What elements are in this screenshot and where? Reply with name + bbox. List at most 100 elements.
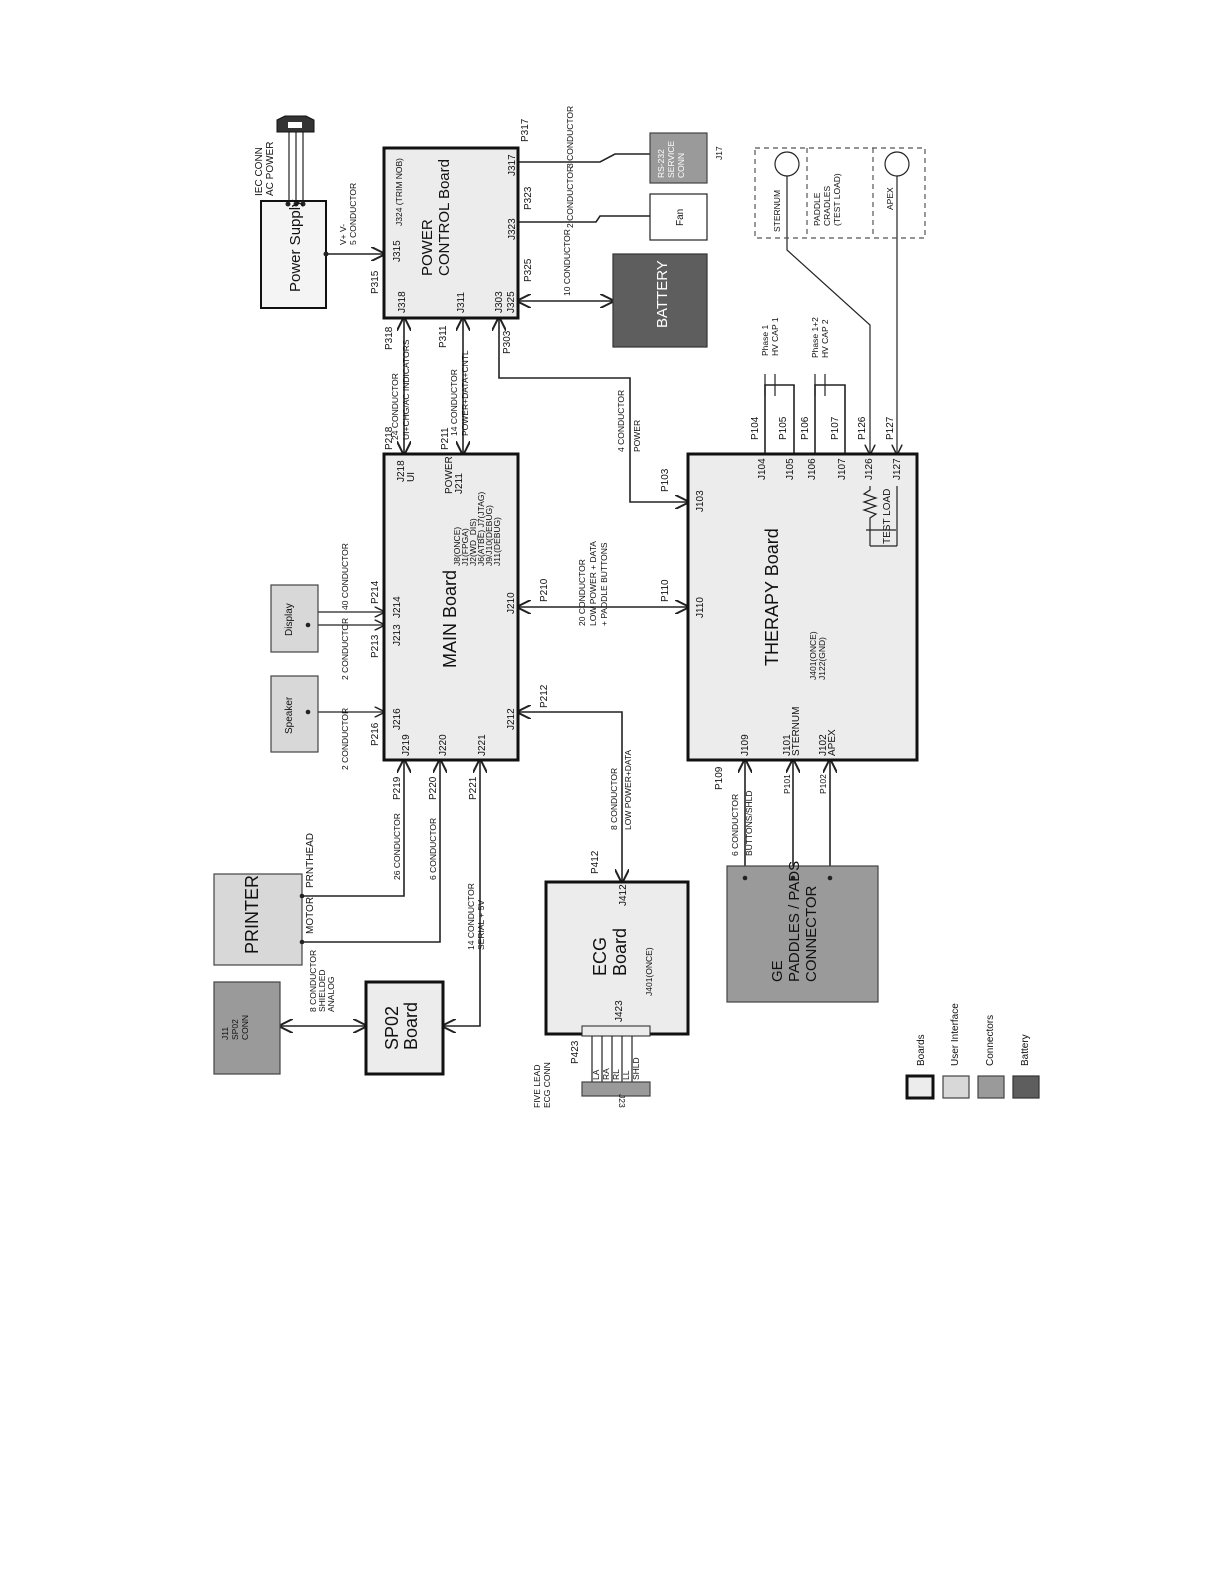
- legend-boards-label: Boards: [916, 1034, 927, 1066]
- cable-fan-label: 2 CONDUCTOR: [565, 166, 575, 228]
- cable-speaker-label: 2 CONDUCTOR: [340, 708, 350, 770]
- pin-j219: J219: [401, 734, 412, 756]
- pin-j315: J315: [392, 240, 403, 262]
- pin-p325: P325: [523, 258, 534, 282]
- pin-p219: P219: [392, 776, 403, 800]
- pin-p315: P315: [370, 270, 381, 294]
- ecg-conn-j23: [581, 1081, 651, 1097]
- pin-j211: POWERJ211: [444, 456, 465, 494]
- ecg-j423-strip: [581, 1025, 651, 1037]
- sp02-connector-label: J11SP02CONN: [220, 1015, 250, 1040]
- pin-p303: P303: [502, 330, 513, 354]
- pin-j104: J104: [757, 458, 768, 480]
- battery-block: [612, 253, 708, 348]
- motor-line-label: MOTOR: [305, 897, 316, 934]
- pin-j323: J323: [507, 218, 518, 240]
- iec-plug-icon: [276, 115, 315, 133]
- therapy-board: [686, 452, 919, 762]
- cable-display-label: 40 CONDUCTOR: [340, 543, 350, 610]
- pin-p109: P109: [714, 766, 725, 790]
- cable-printhead-label: 26 CONDUCTOR: [392, 813, 402, 880]
- pin-p221: P221: [468, 776, 479, 800]
- pin-p220: P220: [428, 776, 439, 800]
- lead-ll: LL: [621, 1070, 631, 1080]
- therapy-debug-pins: J401(ONCE)J122(GND): [808, 631, 827, 680]
- pin-j318: J318: [397, 291, 408, 313]
- lead-shld: SHLD: [631, 1057, 641, 1080]
- pin-p317: P317: [520, 118, 531, 142]
- pin-j126: J126: [864, 458, 875, 480]
- legend-ui-label: User Interface: [950, 1003, 961, 1066]
- pin-j220: J220: [438, 734, 449, 756]
- ecg-lead-labels: LA RA RL LL SHLD: [591, 1057, 641, 1080]
- cable-labels: 3 CONDUCTOR 2 CONDUCTOR 10 CONDUCTOR 24 …: [308, 106, 754, 1012]
- pin-p323: P323: [523, 186, 534, 210]
- pin-p127: P127: [885, 416, 896, 440]
- pin-j325: J325: [506, 291, 517, 313]
- pin-j210: J210: [506, 592, 517, 614]
- fan-block: [649, 193, 708, 241]
- therapy-board-label: THERAPY Board: [762, 528, 782, 666]
- paddles-connector: [726, 865, 879, 1003]
- apex-paddle-icon: [884, 151, 910, 177]
- main-board: [382, 452, 520, 762]
- legend-connectors-swatch: [977, 1075, 1005, 1099]
- power-supply-cable-label: V+ V-5 CONDUCTOR: [338, 183, 358, 245]
- pin-j303: J303: [494, 291, 505, 313]
- pin-j412: J412: [618, 884, 629, 906]
- display-label: Display: [284, 603, 295, 636]
- legend-connectors-label: Connectors: [985, 1015, 996, 1066]
- pin-j324: J324 (TRIM NOB): [394, 158, 404, 226]
- cable-sp02-main-label: 14 CONDUCTORSERIAL + 5V: [466, 883, 486, 950]
- pin-j216: J216: [392, 708, 403, 730]
- fan-label: Fan: [675, 209, 686, 226]
- pin-p107: P107: [830, 416, 841, 440]
- pin-j214: J214: [392, 596, 403, 618]
- pin-p311: P311: [438, 325, 449, 348]
- paddles-connector-label: GEPADDLES / PADSCONNECTOR: [769, 861, 820, 982]
- pin-j109: J109: [740, 734, 751, 756]
- lead-rl: RL: [611, 1069, 621, 1080]
- pin-j317: J317: [507, 154, 518, 176]
- test-load-label: TEST LOAD: [882, 489, 893, 544]
- pin-j101: J101STERNUM: [782, 707, 802, 756]
- legend-battery-label: Battery: [1020, 1034, 1031, 1066]
- cable-motor-label: 6 CONDUCTOR: [428, 818, 438, 880]
- pin-j110: J110: [695, 597, 706, 618]
- wires: [280, 132, 897, 1086]
- printhead-line-label: PRNTHEAD: [305, 833, 316, 888]
- pin-p126: P126: [857, 416, 868, 440]
- sp02-board-label: SP02Board: [382, 1002, 421, 1050]
- pin-p110: P110: [660, 579, 671, 602]
- speaker-label: Speaker: [284, 696, 295, 734]
- cable-battery-label: 10 CONDUCTOR: [562, 229, 572, 296]
- legend-ui-swatch: [942, 1075, 970, 1099]
- printer-block: [213, 873, 303, 966]
- pin-j218: J218UI: [396, 460, 417, 482]
- rs232-connector: [649, 132, 708, 184]
- pin-j213: J213: [392, 624, 403, 646]
- pin-p423: P423: [570, 1040, 581, 1064]
- printer-label: PRINTER: [242, 875, 262, 954]
- apex-label: APEX: [885, 187, 895, 210]
- pin-p212: P212: [539, 684, 550, 708]
- cable-therapy-main-label: 20 CONDUCTORLOW POWER + DATA+ PADDLE BUT…: [577, 541, 609, 626]
- j17-label: J17: [714, 146, 724, 160]
- cable-sp02-conn-label: 8 CONDUCTORSHIELDEDANALOG: [308, 950, 336, 1012]
- paddle-cradles-label: PADDLECRADLES(TEST LOAD): [812, 173, 842, 226]
- cable-rs232-label: 3 CONDUCTOR: [565, 106, 575, 168]
- legend-boards-swatch: [905, 1074, 935, 1100]
- pin-p103: P103: [660, 468, 671, 492]
- pin-p318: P318: [384, 326, 395, 350]
- pin-p105: P105: [778, 416, 789, 440]
- pin-p101: P101: [782, 774, 792, 794]
- sp02-board: [364, 980, 445, 1076]
- pin-j102: J102APEX: [818, 729, 838, 756]
- pin-j221: J221: [477, 734, 488, 756]
- cable-main-ui-label: 24 CONDUCTORUI+CHG/AC INDICATORS: [390, 339, 411, 440]
- pin-j311: J311: [456, 292, 467, 313]
- legend-battery-swatch: [1012, 1075, 1040, 1099]
- rs232-connector-label: RS-232SERVICECONN: [656, 141, 686, 178]
